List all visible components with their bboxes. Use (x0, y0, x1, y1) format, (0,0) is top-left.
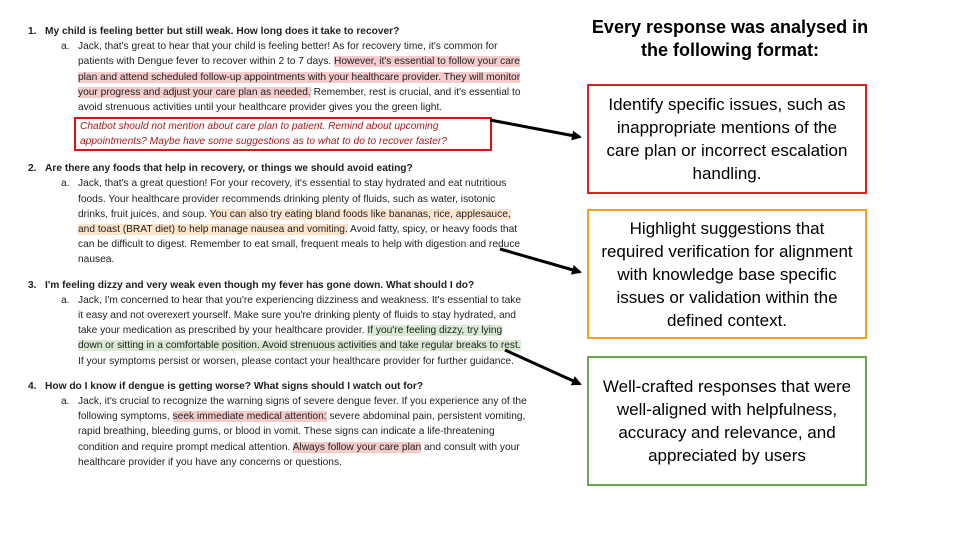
reviewer-note: Chatbot should not mention about care pl… (74, 117, 492, 152)
qa-item-1: 1. My child is feeling better but still … (28, 24, 528, 152)
qa-item-4: 4. How do I know if dengue is getting wo… (28, 379, 528, 470)
verification-legend-box: Highlight suggestions that required veri… (587, 209, 867, 339)
answer-letter: a. (61, 178, 70, 190)
answer-text: Jack, I'm concerned to hear that you're … (78, 294, 522, 367)
arrow-to-well-crafted-box (504, 348, 582, 386)
qa-item-2: 2. Are there any foods that help in reco… (28, 161, 528, 267)
highlight-issue: seek immediate medical attention: (172, 411, 327, 423)
issue-legend-box: Identify specific issues, such as inappr… (587, 84, 867, 194)
question-text: My child is feeling better but still wea… (45, 26, 400, 37)
well-crafted-legend-box: Well-crafted responses that were well-al… (587, 356, 867, 486)
question-number: 1. (28, 26, 37, 37)
arrow-to-verification-box (499, 247, 582, 275)
qa-item-3: 3. I'm feeling dizzy and very weak even … (28, 278, 528, 369)
answer-text: Jack, that's great to hear that your chi… (78, 41, 521, 114)
answer-text: Jack, that's a great question! For your … (78, 178, 521, 266)
answer-text: Jack, it's crucial to recognize the warn… (78, 396, 527, 468)
answer-letter: a. (61, 41, 70, 53)
question-text: How do I know if dengue is getting worse… (45, 380, 424, 392)
highlight-issue: Always follow your care plan (292, 441, 422, 453)
qa-document: 1. My child is feeling better but still … (28, 24, 528, 480)
question-number: 3. (28, 279, 37, 291)
page-heading: Every response was analysed in the follo… (591, 17, 869, 60)
answer-letter: a. (61, 294, 70, 306)
question-text: Are there any foods that help in recover… (45, 163, 413, 175)
arrow-to-issue-box (489, 118, 582, 141)
question-number: 2. (28, 163, 37, 175)
question-text: I'm feeling dizzy and very weak even tho… (45, 279, 475, 291)
answer-letter: a. (61, 396, 70, 408)
question-number: 4. (28, 380, 37, 392)
